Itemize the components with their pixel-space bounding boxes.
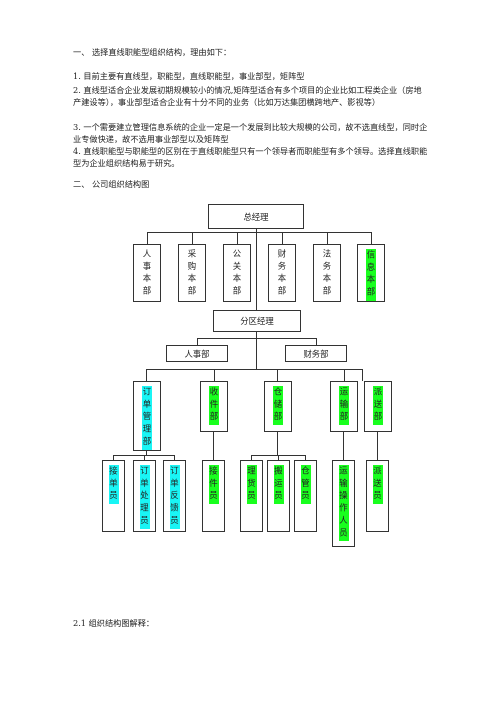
connector-line xyxy=(147,232,371,233)
staff-courier: 派送员 xyxy=(366,460,389,532)
dept-label: 信息本部 xyxy=(366,249,376,301)
connector-line xyxy=(377,432,378,460)
connector-line xyxy=(282,232,283,244)
branch-manager-label: 分区经理 xyxy=(240,316,274,326)
staff-label: 搬运员 xyxy=(273,465,284,505)
section1-heading: 一、 选择直线职能型组织结构，理由如下： xyxy=(73,47,232,57)
staff-label: 运输操作人员 xyxy=(338,465,349,542)
dept-label: 公关本部 xyxy=(232,249,242,299)
dept-pr-headquarters: 公关本部 xyxy=(223,244,251,302)
connector-line xyxy=(251,455,252,460)
branch-finance-office: 财务部 xyxy=(285,345,347,362)
dept-label: 收件部 xyxy=(209,386,219,426)
connector-line xyxy=(371,232,372,244)
staff-pickup-clerk: 接件员 xyxy=(202,460,225,532)
general-manager-label: 总经理 xyxy=(243,211,269,222)
dept-delivery: 派送部 xyxy=(364,381,392,432)
branch-hr-office: 人事部 xyxy=(166,345,228,362)
dept-label: 法务本部 xyxy=(322,249,332,299)
connector-line xyxy=(327,232,328,244)
dept-label: 人事本部 xyxy=(142,249,152,299)
connector-line xyxy=(213,432,214,460)
connector-line xyxy=(278,455,279,460)
connector-line xyxy=(197,338,317,339)
dept-label: 运输部 xyxy=(339,386,349,426)
connector-line xyxy=(146,369,147,381)
dept-transport: 运输部 xyxy=(330,381,358,432)
reason-4: 4. 直线职能型与职能型的区别在于直线职能型只有一个领导者而职能型有多个领导。选… xyxy=(73,146,428,169)
staff-label: 仓管员 xyxy=(300,465,311,505)
dept-label: 财务本部 xyxy=(277,249,287,299)
connector-line xyxy=(214,369,215,381)
connector-line xyxy=(305,455,306,460)
staff-transport-operator: 运输操作人员 xyxy=(332,460,355,547)
connector-line xyxy=(277,432,278,456)
staff-label: 接单员 xyxy=(108,465,119,505)
reason-2: 2. 直线型适合企业发展初期规模较小的情况,矩阵型适合有多个项目的企业比如工程类… xyxy=(73,85,422,108)
dept-order-management: 订单管理部 xyxy=(133,381,161,451)
dept-purchasing-headquarters: 采购本部 xyxy=(178,244,206,302)
dept-legal-headquarters: 法务本部 xyxy=(313,244,341,302)
staff-porter: 搬运员 xyxy=(267,460,290,532)
staff-sorter: 理货员 xyxy=(240,460,263,532)
staff-order-processor: 订单处理员 xyxy=(133,460,156,532)
staff-label: 理货员 xyxy=(246,465,257,505)
connector-line xyxy=(192,232,193,244)
connector-line xyxy=(146,369,363,370)
reason-3: 3. 一个需要建立管理信息系统的企业一定是一个发展到比较大规模的公司，故不选直线… xyxy=(73,122,428,145)
dept-hr-headquarters: 人事本部 xyxy=(133,244,161,302)
connector-line xyxy=(197,338,198,345)
section2-heading: 二、 公司组织结构图 xyxy=(73,179,150,189)
staff-label: 接件员 xyxy=(208,465,219,505)
staff-order-feedback: 订单反馈员 xyxy=(163,460,186,532)
connector-line xyxy=(147,232,148,244)
dept-information-headquarters: 信息本部 xyxy=(357,244,385,302)
connector-line xyxy=(362,369,363,381)
connector-line xyxy=(256,332,257,370)
connector-line xyxy=(237,232,238,244)
connector-line xyxy=(113,455,114,460)
connector-line xyxy=(343,432,344,460)
connector-line xyxy=(146,451,147,456)
branch-office-label: 人事部 xyxy=(184,348,210,359)
staff-label: 订单处理员 xyxy=(139,465,150,529)
section21-heading: 2.1 组织结构图解释： xyxy=(73,618,155,628)
connector-line xyxy=(174,455,175,460)
dept-label: 订单管理部 xyxy=(142,386,152,450)
dept-label: 派送部 xyxy=(373,386,383,426)
dept-warehousing: 仓储部 xyxy=(264,381,292,432)
dept-label: 仓储部 xyxy=(273,386,283,426)
general-manager-box: 总经理 xyxy=(208,204,304,229)
staff-label: 派送员 xyxy=(372,465,383,505)
connector-line xyxy=(344,369,345,381)
staff-label: 订单反馈员 xyxy=(169,465,180,529)
dept-finance-headquarters: 财务本部 xyxy=(268,244,296,302)
connector-line xyxy=(277,369,278,381)
dept-pickup: 收件部 xyxy=(200,381,228,432)
staff-warehouse-keeper: 仓管员 xyxy=(294,460,317,532)
branch-manager-box: 分区经理 xyxy=(213,310,301,332)
connector-line xyxy=(316,338,317,345)
branch-office-label: 财务部 xyxy=(303,348,329,359)
staff-order-receiver: 接单员 xyxy=(102,460,125,532)
dept-label: 采购本部 xyxy=(187,249,197,299)
connector-line xyxy=(144,455,145,460)
connector-line xyxy=(256,229,257,310)
reason-1: 1. 目前主要有直线型，职能型，直线职能型，事业部型，矩阵型 xyxy=(73,71,305,81)
